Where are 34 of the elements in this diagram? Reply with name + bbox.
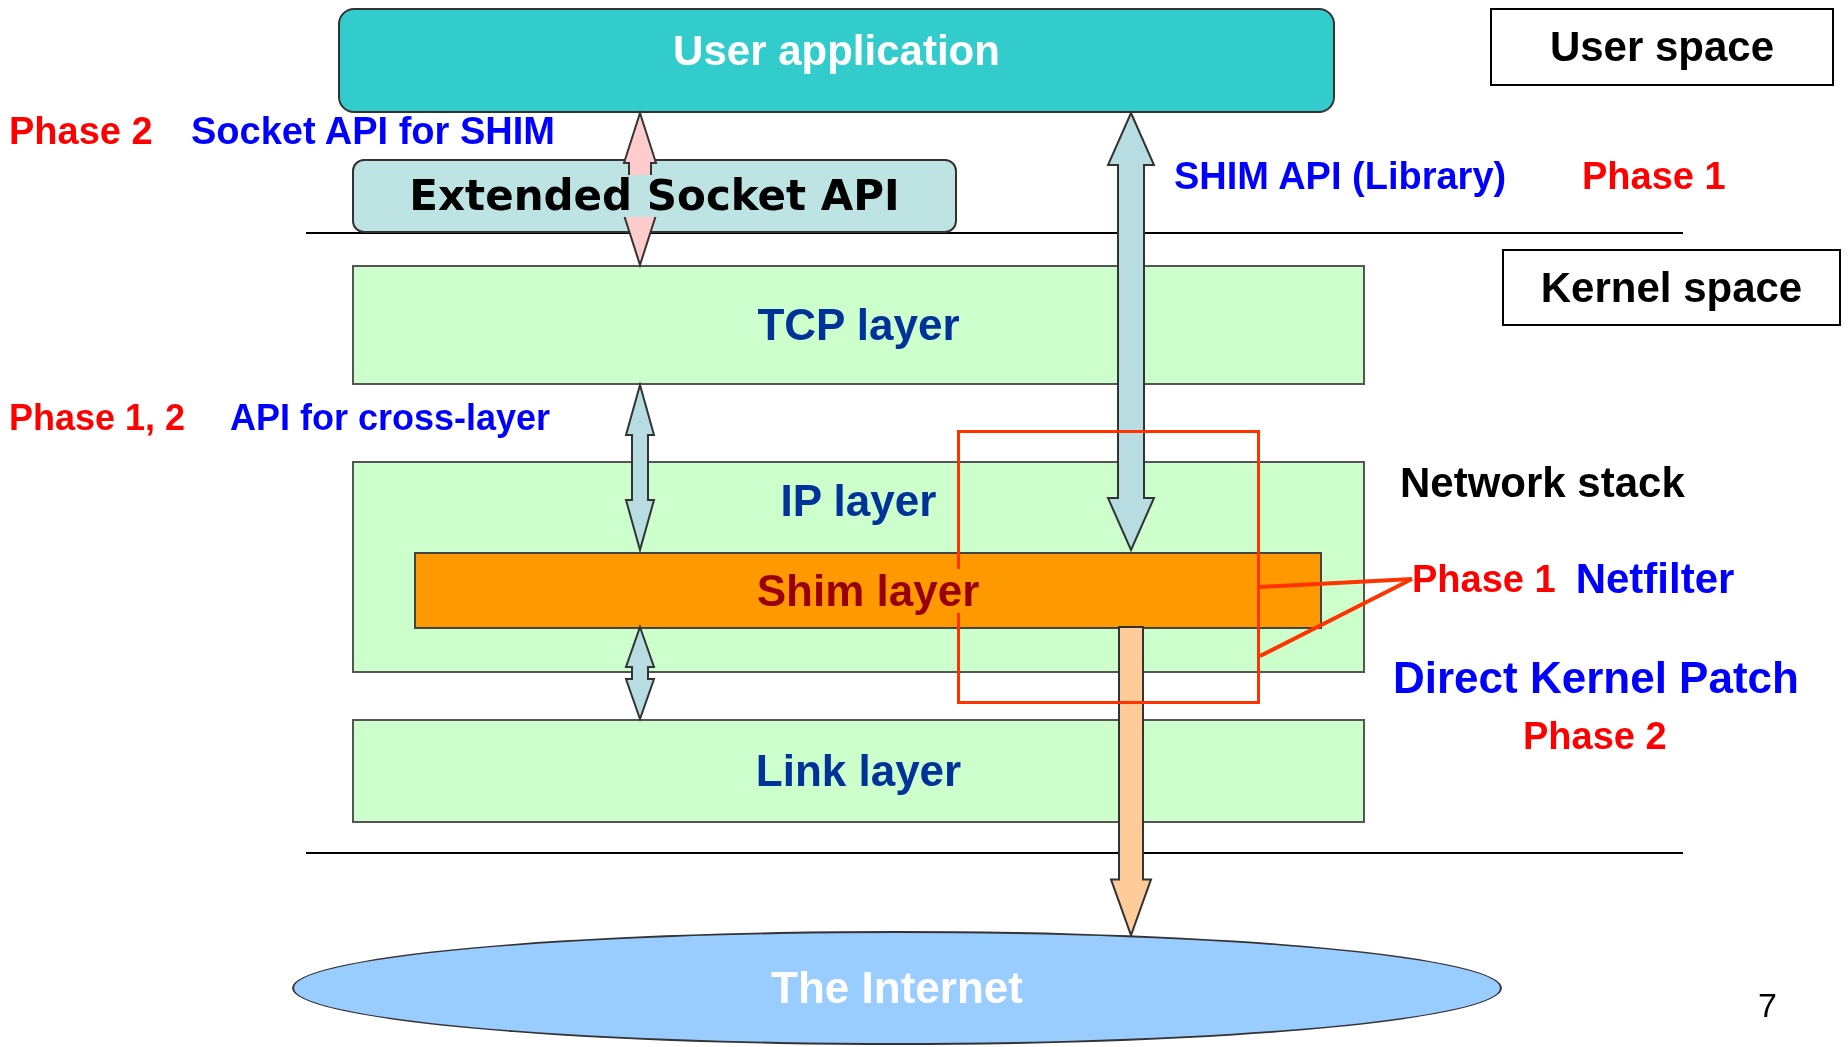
- space-label-box: [1490, 8, 1834, 86]
- annotation-label: Direct Kernel Patch: [1393, 656, 1799, 700]
- annotation-label: Network stack: [1400, 462, 1685, 504]
- page-number: 7: [1758, 988, 1777, 1022]
- node-label: User space: [1549, 26, 1775, 68]
- node-label: IP layer: [780, 479, 937, 527]
- phase-label: Phase 1: [1412, 560, 1556, 598]
- node-label: The Internet: [771, 966, 1023, 1010]
- api-box: [352, 159, 957, 233]
- annotation-label: Phase 2: [1523, 717, 1667, 755]
- space-label-box: [1502, 249, 1841, 326]
- annotation-label: API for cross-layer: [230, 400, 551, 436]
- callout-text: Netfilter: [1575, 558, 1735, 600]
- annotation-label: Socket API for SHIM: [191, 112, 555, 150]
- node-label: Link layer: [755, 749, 962, 793]
- double-arrow: [1106, 110, 1156, 553]
- annotation-label: Phase 1: [1582, 157, 1726, 195]
- shim-layer-box: [414, 552, 1322, 629]
- annotation-label: Phase 1, 2: [9, 400, 186, 436]
- application-box: [338, 8, 1335, 113]
- double-arrow: [1109, 626, 1153, 939]
- node-label: TCP layer: [757, 303, 960, 347]
- layer-box: [352, 265, 1365, 385]
- leader-line: [1259, 577, 1413, 589]
- annotation-label: Phase 2: [9, 112, 153, 150]
- double-arrow: [622, 109, 658, 269]
- layer-box: [352, 719, 1365, 823]
- annotation-label: SHIM API (Library): [1174, 157, 1507, 195]
- node-label: Kernel space: [1540, 266, 1803, 309]
- double-arrow: [624, 381, 656, 554]
- leader-line: [1259, 577, 1413, 658]
- layer-box: [352, 461, 1365, 673]
- double-arrow: [624, 623, 656, 723]
- node-label: User application: [673, 30, 1000, 72]
